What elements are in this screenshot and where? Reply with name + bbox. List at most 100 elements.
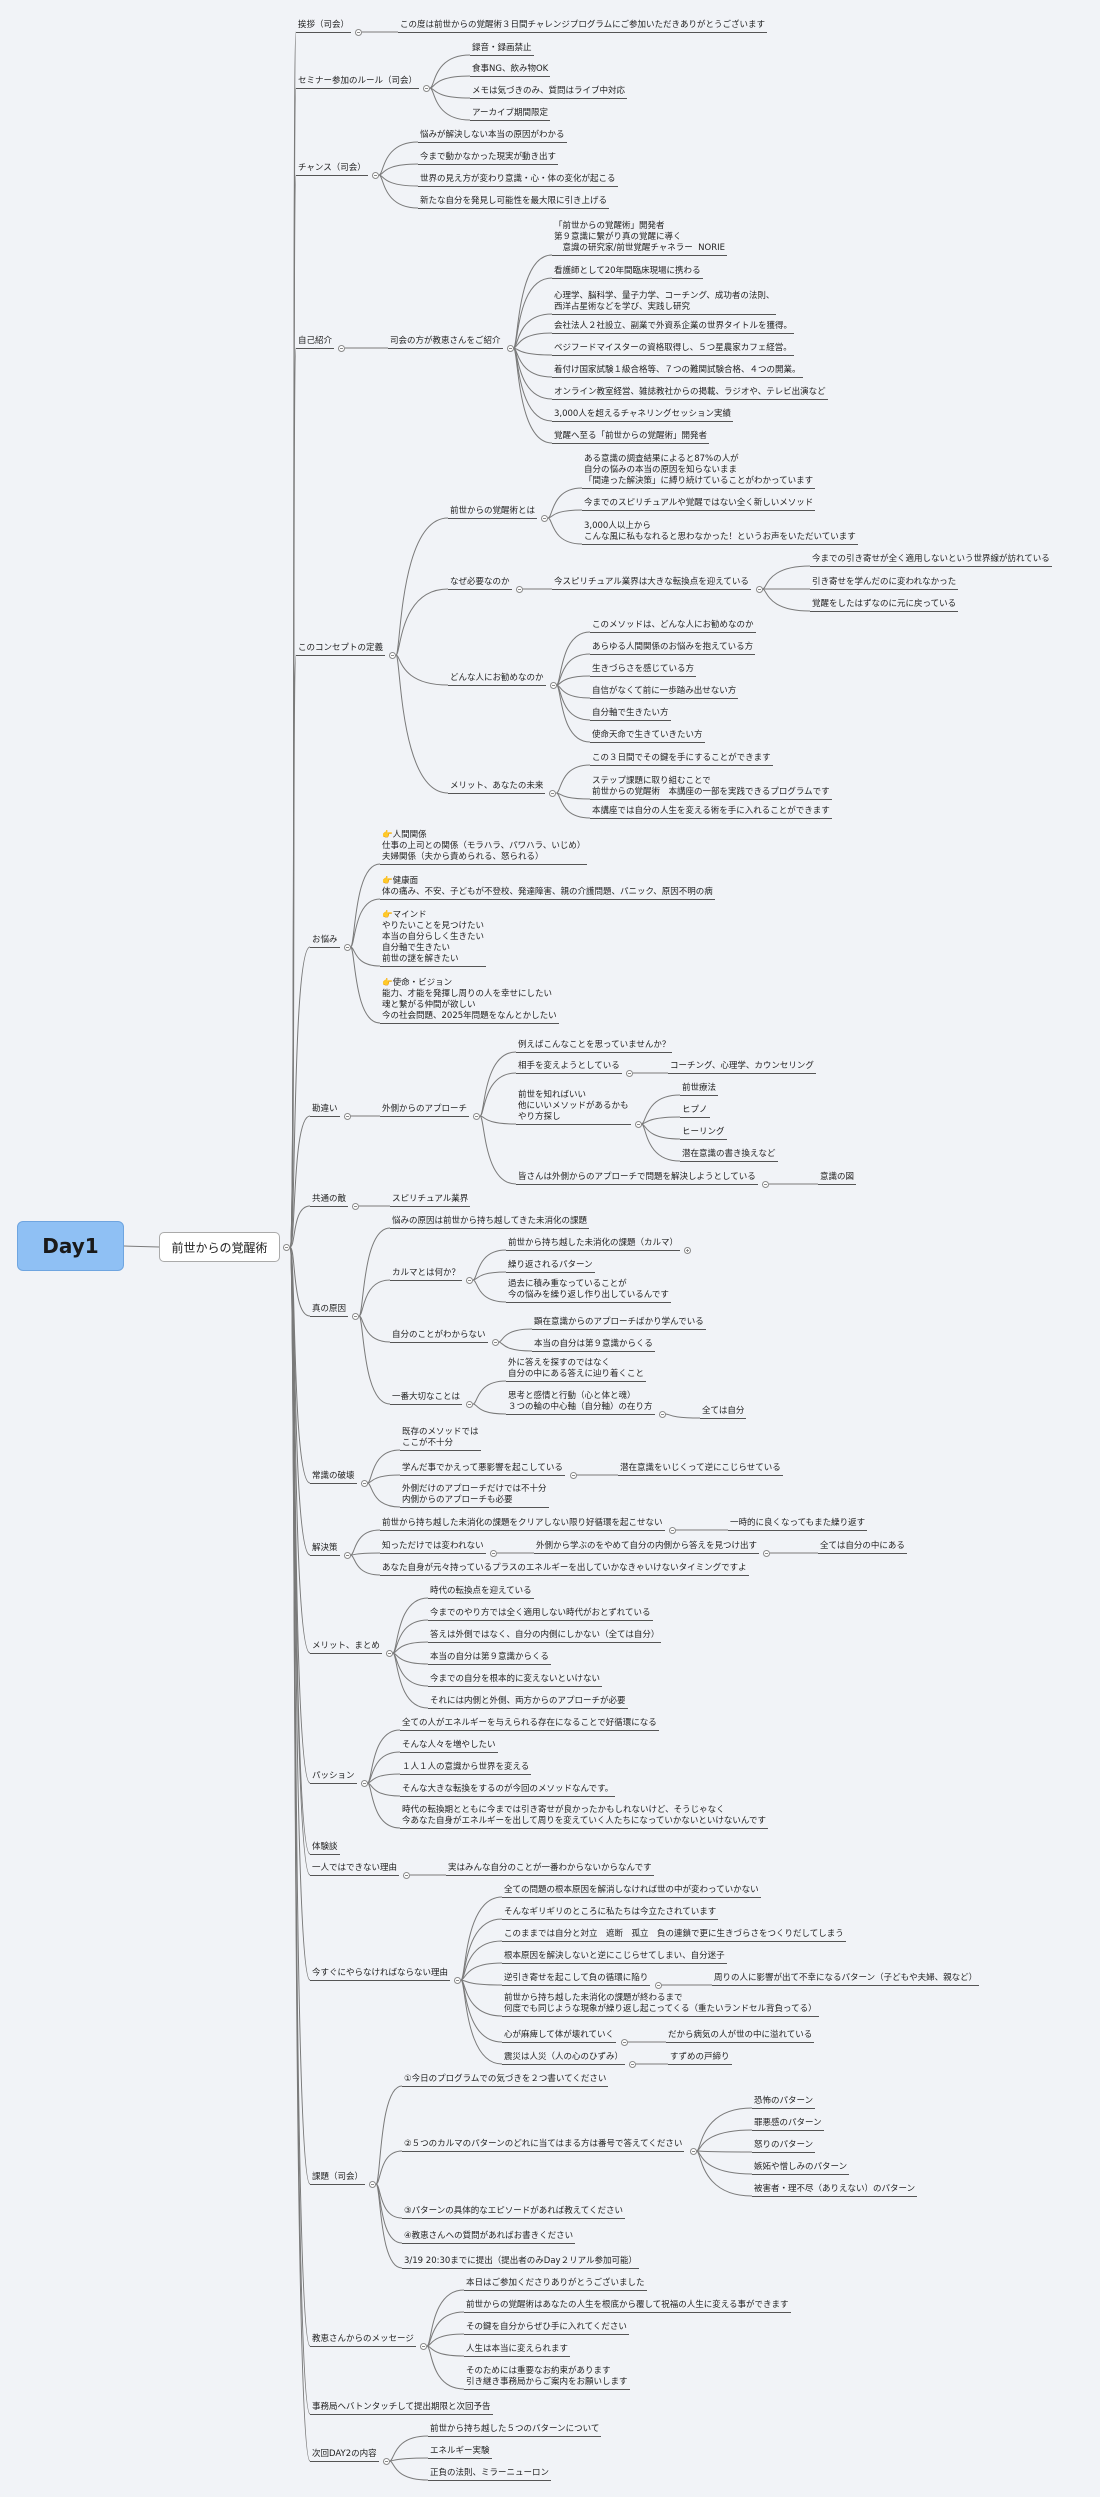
- branch-topic[interactable]: パッション: [310, 1771, 357, 1784]
- subtopic-node[interactable]: 「前世からの覚醒術」開発者 第９意識に繋がり真の覚醒に導く 意識の研究家/前世覚…: [552, 221, 728, 256]
- branch-topic[interactable]: チャンス（司会）: [296, 163, 368, 176]
- subtopic-node[interactable]: 心が麻痺して体が壊れていく: [502, 2030, 616, 2043]
- subtopic-node[interactable]: ヒプノ: [680, 1105, 710, 1118]
- collapse-toggle-icon[interactable]: [689, 2147, 697, 2155]
- collapse-toggle-icon[interactable]: [338, 344, 345, 352]
- collapse-toggle-icon[interactable]: [343, 943, 351, 951]
- subtopic-node[interactable]: この度は前世からの覚醒術３日間チャレンジプログラムにご参加いただきありがとうござ…: [398, 20, 767, 33]
- subtopic-node[interactable]: ベジフードマイスターの資格取得し、５つ星農家カフェ経営。: [552, 343, 794, 356]
- subtopic-node[interactable]: 本当の自分は第９意識からくる: [532, 1339, 655, 1352]
- collapse-toggle-icon[interactable]: [283, 1243, 290, 1251]
- subtopic-node[interactable]: 覚醒をしたはずなのに元に戻っている: [810, 599, 959, 612]
- subtopic-node[interactable]: そんな大きな転換をするのが今回のメソッドなんです。: [400, 1784, 616, 1797]
- subtopic-node[interactable]: 恐怖のパターン: [752, 2096, 816, 2109]
- collapse-toggle-icon[interactable]: [541, 514, 548, 522]
- branch-topic[interactable]: 常識の破壊: [310, 1471, 357, 1484]
- subtopic-node[interactable]: 3,000人以上から こんな風に私もなれると思わなかった！というお声をいただいて…: [582, 521, 858, 545]
- subtopic-node[interactable]: 👉健康面 体の痛み、不安、子どもが不登校、発達障害、親の介護問題、パニック、原因…: [380, 876, 715, 900]
- branch-topic[interactable]: 次回DAY2の内容: [310, 2449, 379, 2462]
- collapse-toggle-icon[interactable]: [343, 1551, 351, 1559]
- subtopic-node[interactable]: 正負の法則、ミラーニューロン: [428, 2468, 552, 2481]
- collapse-toggle-icon[interactable]: [466, 1400, 473, 1408]
- branch-topic[interactable]: メリット、まとめ: [310, 1641, 382, 1654]
- subtopic-node[interactable]: そんな人々を増やしたい: [400, 1740, 498, 1753]
- subtopic-node[interactable]: 前世療法: [680, 1083, 719, 1096]
- subtopic-node[interactable]: エネルギー実験: [428, 2446, 492, 2459]
- subtopic-node[interactable]: 外側からのアプローチ: [380, 1104, 470, 1117]
- subtopic-node[interactable]: メモは気づきのみ、質問はライブ中対応: [470, 86, 628, 99]
- collapse-toggle-icon[interactable]: [372, 171, 379, 179]
- collapse-toggle-icon[interactable]: [490, 1549, 497, 1557]
- subtopic-node[interactable]: 👉人間関係 仕事の上司との関係（モラハラ、パワハラ、いじめ） 夫婦関係（夫から責…: [380, 830, 588, 865]
- subtopic-node[interactable]: 3/19 20:30までに提出（提出者のみDay２リアル参加可能）: [402, 2256, 639, 2269]
- subtopic-node[interactable]: ①今日のプログラムでの気づきを２つ書いてください: [402, 2074, 609, 2087]
- subtopic-node[interactable]: 人生は本当に変えられます: [464, 2344, 571, 2357]
- subtopic-node[interactable]: 意識の図: [818, 1172, 857, 1185]
- subtopic-node[interactable]: 被害者・理不尽（ありえない）のパターン: [752, 2184, 918, 2197]
- collapse-toggle-icon[interactable]: [466, 1276, 473, 1284]
- collapse-toggle-icon[interactable]: [549, 681, 557, 689]
- branch-topic[interactable]: 真の原因: [310, 1304, 349, 1317]
- branch-topic[interactable]: 一人ではできない理由: [310, 1863, 400, 1876]
- subtopic-node[interactable]: オンライン教室経営、雑誌教社からの掲載、ラジオや、テレビ出演など: [552, 387, 828, 400]
- subtopic-node[interactable]: あなた自身が元々持っているプラスのエネルギーを出していかなきゃいけないタイミング…: [380, 1563, 749, 1576]
- branch-topic[interactable]: 教恵さんからのメッセージ: [310, 2334, 416, 2347]
- subtopic-node[interactable]: ④教恵さんへの質問があればお書きください: [402, 2231, 576, 2244]
- subtopic-node[interactable]: 罪悪感のパターン: [752, 2118, 824, 2131]
- collapse-toggle-icon[interactable]: [755, 585, 763, 593]
- subtopic-node[interactable]: 既存のメソッドでは ここが不十分: [400, 1427, 481, 1451]
- subtopic-node[interactable]: 看護師として20年間臨床現場に携わる: [552, 266, 703, 279]
- subtopic-node[interactable]: 👉使命・ビジョン 能力、才能を発揮し周りの人を幸せにしたい 魂と繋がる仲間が欲し…: [380, 978, 559, 1024]
- branch-topic[interactable]: 勘違い: [310, 1104, 340, 1117]
- subtopic-node[interactable]: 思考と感情と行動（心と体と魂） ３つの輪の中心軸（自分軸）の在り方: [506, 1391, 655, 1415]
- main-topic-node[interactable]: 前世からの覚醒術: [159, 1232, 280, 1262]
- collapse-toggle-icon[interactable]: [658, 1410, 666, 1418]
- collapse-toggle-icon[interactable]: [360, 1479, 368, 1487]
- collapse-toggle-icon[interactable]: [369, 2180, 376, 2188]
- subtopic-node[interactable]: 相手を変えようとしている: [516, 1061, 622, 1074]
- subtopic-node[interactable]: 逆引き寄せを起こして負の循環に陥り: [502, 1973, 651, 1986]
- subtopic-node[interactable]: 実はみんな自分のことが一番わからないからなんです: [446, 1863, 654, 1876]
- subtopic-node[interactable]: 前世から持ち越した未消化の課題（カルマ）: [506, 1238, 681, 1251]
- collapse-toggle-icon[interactable]: [634, 1120, 642, 1128]
- subtopic-node[interactable]: 嫉妬や憎しみのパターン: [752, 2162, 850, 2175]
- subtopic-node[interactable]: この３日間でその鍵を手にすることができます: [590, 753, 773, 766]
- root-node[interactable]: Day1: [17, 1221, 124, 1271]
- subtopic-node[interactable]: アーカイブ期間限定: [470, 108, 550, 121]
- subtopic-node[interactable]: だから病気の人が世の中に溢れている: [666, 2030, 815, 2043]
- subtopic-node[interactable]: スピリチュアル業界: [390, 1194, 471, 1207]
- subtopic-node[interactable]: 引き寄せを学んだのに変われなかった: [810, 577, 959, 590]
- subtopic-node[interactable]: 新たな自分を発見し可能性を最大限に引き上げる: [418, 196, 610, 209]
- subtopic-node[interactable]: 例えばこんなことを思っていませんか？: [516, 1040, 673, 1053]
- collapse-toggle-icon[interactable]: [668, 1526, 676, 1534]
- branch-topic[interactable]: 解決策: [310, 1543, 340, 1556]
- subtopic-node[interactable]: 今スピリチュアル業界は大きな転換点を迎えている: [552, 577, 751, 590]
- collapse-toggle-icon[interactable]: [506, 344, 514, 352]
- subtopic-node[interactable]: 本講座では自分の人生を変える術を手に入れることができます: [590, 806, 832, 819]
- subtopic-node[interactable]: 覚醒へ至る「前世からの覚醒術」開発者: [552, 431, 710, 444]
- subtopic-node[interactable]: 悩みの原因は前世から持ち越してきた未消化の課題: [390, 1216, 589, 1229]
- subtopic-node[interactable]: 自分のことがわからない: [390, 1330, 488, 1343]
- subtopic-node[interactable]: 今まで動かなかった現実が動き出す: [418, 152, 559, 165]
- subtopic-node[interactable]: 世界の見え方が変わり意識・心・体の変化が起こる: [418, 174, 618, 187]
- subtopic-node[interactable]: 潜在意識をいじくって逆にこじらせている: [618, 1463, 783, 1476]
- subtopic-node[interactable]: そんなギリギリのところに私たちは今立たされています: [502, 1907, 719, 1920]
- subtopic-node[interactable]: そのためには重要なお約束があります 引き継き事務局からご案内をお願いします: [464, 2366, 630, 2390]
- subtopic-node[interactable]: 今までのスピリチュアルや覚醒ではない全く新しいメソッド: [582, 498, 816, 511]
- subtopic-node[interactable]: 3,000人を超えるチャネリングセッション実績: [552, 409, 733, 422]
- subtopic-node[interactable]: どんな人にお勧めなのか: [448, 673, 546, 686]
- collapse-toggle-icon[interactable]: [352, 1202, 359, 1210]
- subtopic-node[interactable]: 根本原因を解決しないと逆にこじらせてしまい、自分迷子: [502, 1951, 727, 1964]
- subtopic-node[interactable]: 全ては自分の中にある: [818, 1541, 907, 1554]
- subtopic-node[interactable]: ②５つのカルマのパターンのどれに当てはまる方は番号で答えてください: [402, 2139, 685, 2152]
- subtopic-node[interactable]: ある意識の調査結果によると87%の人が 自分の悩みの本当の原因を知らないまま 「…: [582, 454, 816, 489]
- subtopic-node[interactable]: 顕在意識からのアプローチばかり学んでいる: [532, 1317, 706, 1330]
- collapse-toggle-icon[interactable]: [355, 28, 362, 36]
- subtopic-node[interactable]: あらゆる人間関係のお悩みを抱えている方: [590, 642, 756, 655]
- subtopic-node[interactable]: コーチング、心理学、カウンセリング: [668, 1061, 816, 1074]
- subtopic-node[interactable]: このメソッドは、どんな人にお勧めなのか: [590, 620, 756, 633]
- branch-topic[interactable]: 課題（司会）: [310, 2172, 366, 2185]
- subtopic-node[interactable]: 繰り返されるパターン: [506, 1260, 595, 1273]
- subtopic-node[interactable]: 学んだ事でかえって悪影響を起こしている: [400, 1463, 565, 1476]
- collapse-toggle-icon[interactable]: [515, 585, 523, 593]
